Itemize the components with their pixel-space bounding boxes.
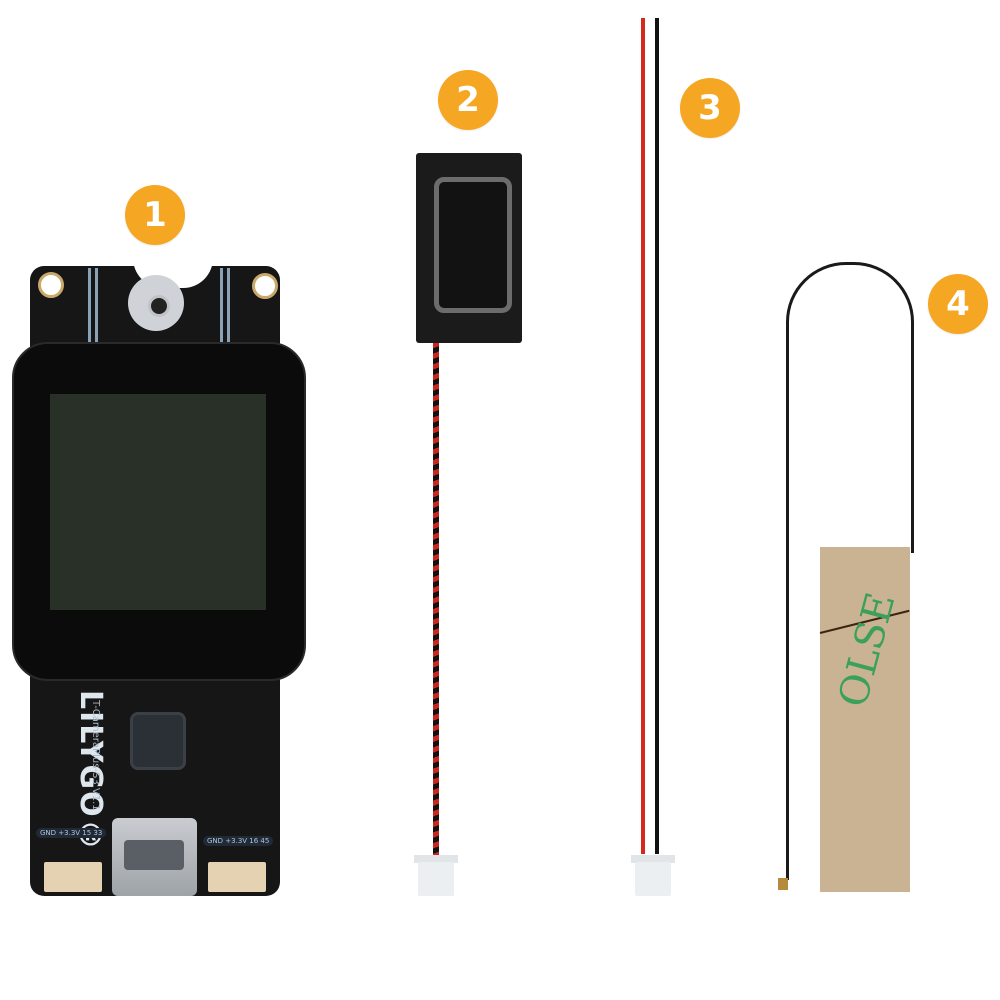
pin-label-left: GND +3.3V 15 33: [36, 828, 107, 838]
cable-plug: [635, 862, 671, 896]
antenna-tape: [820, 547, 910, 892]
trace: [227, 268, 230, 343]
badge-1: 1: [125, 185, 185, 245]
mount-hole-right: [252, 273, 278, 299]
badge-3: 3: [680, 78, 740, 138]
plug-top: [414, 855, 458, 863]
trace: [95, 268, 98, 343]
connector-right: [208, 862, 266, 892]
antenna-lead: [786, 400, 789, 880]
trace: [88, 268, 91, 343]
plug-top: [631, 855, 675, 863]
button-chip: [130, 712, 186, 770]
speaker-plug: [418, 862, 454, 896]
mount-hole-left: [38, 272, 64, 298]
badge-4: 4: [928, 274, 988, 334]
twisted-wire: [433, 343, 439, 855]
ufl-connector: [778, 878, 788, 890]
badge-2: 2: [438, 70, 498, 130]
pin-label-right: GND +3.3V 16 45: [203, 836, 274, 846]
display-screen: [50, 394, 266, 610]
model-label: T-CameraPlus-S3 V1.1: [90, 700, 101, 811]
black-wire: [655, 18, 659, 854]
trace: [220, 268, 223, 343]
usb-c-opening: [124, 840, 184, 870]
camera-lens: [148, 295, 170, 317]
brand-logo: LILYGO®: [73, 690, 108, 856]
red-wire: [641, 18, 645, 854]
antenna-wire-loop: [786, 262, 914, 553]
speaker-grille: [434, 177, 512, 313]
connector-left: [44, 862, 102, 892]
